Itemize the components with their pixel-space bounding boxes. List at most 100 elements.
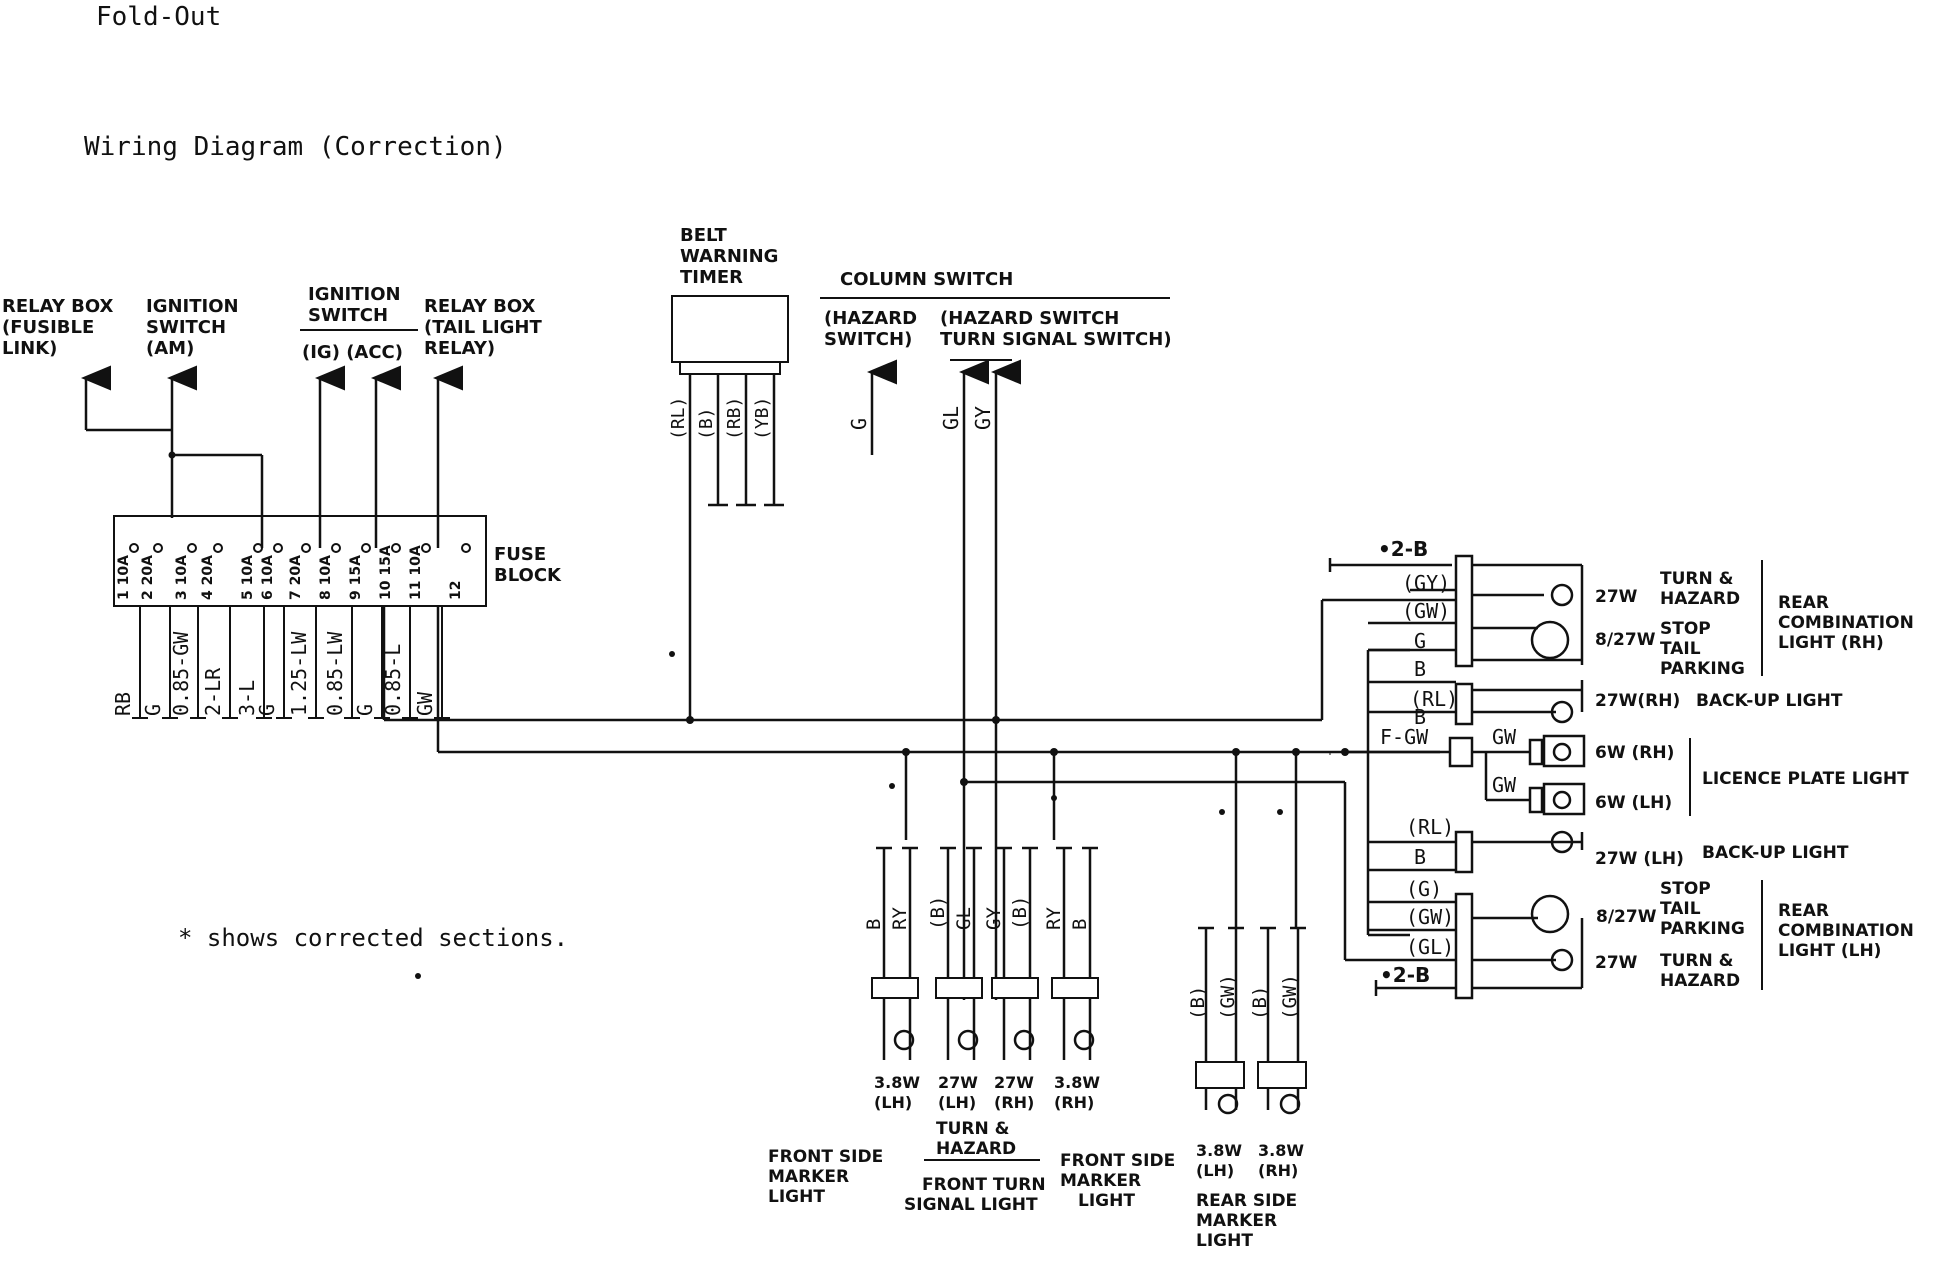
- column-switch: COLUMN SWITCH (HAZARD SWITCH) (HAZARD SW…: [820, 269, 1172, 361]
- svg-text:COLUMN SWITCH: COLUMN SWITCH: [840, 269, 1013, 290]
- svg-text:(G): (G): [1406, 877, 1442, 901]
- fuse-label: 5 10A: [240, 555, 256, 600]
- fuse-terminal: [421, 543, 431, 553]
- fuse-label: 4 20A: [200, 555, 216, 600]
- light-wire-label: (B): [927, 896, 949, 930]
- fuse-label: 11 10A: [408, 545, 424, 600]
- svg-text:•2-B: •2-B: [1378, 537, 1428, 561]
- svg-text:IGNITION: IGNITION: [308, 284, 401, 305]
- svg-text:PARKING: PARKING: [1660, 919, 1745, 939]
- svg-text:STOP: STOP: [1660, 619, 1711, 639]
- svg-text:(GL): (GL): [1406, 935, 1454, 959]
- light-wire-label: (GW): [1279, 974, 1301, 1020]
- light-connector: [1195, 1061, 1245, 1089]
- bulb-icon: [1217, 1093, 1239, 1115]
- svg-text:(RL): (RL): [1406, 815, 1454, 839]
- svg-text:LICENCE PLATE LIGHT: LICENCE PLATE LIGHT: [1702, 769, 1909, 789]
- svg-text:B: B: [1414, 705, 1426, 729]
- bulb-icon: [1073, 1029, 1095, 1051]
- rear-combination-lh: (RL) B (G) (GW) (GL) •2-B 27W (LH) 8/27W…: [1368, 815, 1914, 1000]
- diagram-title: Wiring Diagram (Correction): [84, 132, 507, 162]
- svg-text:RELAY): RELAY): [424, 338, 495, 359]
- fuse-terminal: [129, 543, 139, 553]
- fuse-terminal: [253, 543, 263, 553]
- svg-text:LINK): LINK): [2, 338, 57, 359]
- bulb-side: (RH): [1054, 1093, 1094, 1112]
- rear-side-light: (B)(GW)3.8W(LH): [1187, 926, 1245, 1180]
- bulb-icon: [893, 1029, 915, 1051]
- bulb-wattage: 27W: [938, 1073, 978, 1092]
- svg-text:(GW): (GW): [1402, 599, 1450, 623]
- fuse-wire-label: RB: [111, 692, 135, 716]
- front-light: GY(B)27W(RH): [983, 846, 1039, 1112]
- svg-text:SWITCH: SWITCH: [308, 305, 388, 326]
- svg-text:FRONT TURN: FRONT TURN: [922, 1175, 1046, 1195]
- fuse-wire-label: 3-L: [235, 680, 259, 716]
- light-wire-label: B: [1069, 919, 1091, 930]
- svg-text:RELAY BOX: RELAY BOX: [424, 296, 536, 317]
- svg-text:27W (LH): 27W (LH): [1595, 849, 1684, 869]
- svg-text:(GW): (GW): [1406, 905, 1454, 929]
- svg-text:BLOCK: BLOCK: [494, 565, 562, 586]
- rear-side-caption: REAR SIDE MARKER LIGHT: [1196, 1191, 1297, 1251]
- ignition-ig-acc-label: IGNITION SWITCH (IG) (ACC): [300, 284, 418, 363]
- svg-text:B: B: [1414, 657, 1426, 681]
- svg-text:27W: 27W: [1595, 953, 1638, 973]
- svg-text:STOP: STOP: [1660, 879, 1711, 899]
- svg-text:BACK-UP LIGHT: BACK-UP LIGHT: [1702, 843, 1849, 863]
- svg-text:FRONT SIDE: FRONT SIDE: [768, 1147, 883, 1167]
- svg-text:GW: GW: [1492, 725, 1517, 749]
- svg-text:PARKING: PARKING: [1660, 659, 1745, 679]
- svg-text:TURN &: TURN &: [936, 1119, 1010, 1139]
- svg-text:•2-B: •2-B: [1380, 963, 1430, 987]
- fuse-label: 10 15A: [378, 545, 394, 600]
- light-wire-label: B: [863, 919, 885, 930]
- fuse-wire-label: 2-LR: [201, 667, 225, 716]
- svg-text:SWITCH): SWITCH): [824, 329, 912, 350]
- fuse-terminal: [461, 543, 471, 553]
- svg-text:SWITCH: SWITCH: [146, 317, 226, 338]
- bulb-side: (LH): [1196, 1161, 1234, 1180]
- svg-text:TIMER: TIMER: [680, 267, 743, 288]
- svg-text:(HAZARD: (HAZARD: [824, 308, 917, 329]
- fuse-terminal: [361, 543, 371, 553]
- fuse-feed-wires: [81, 365, 463, 548]
- bulb-wattage: 3.8W: [1054, 1073, 1100, 1092]
- fuse-terminal: [301, 543, 311, 553]
- light-wire-label: (B): [1187, 986, 1209, 1020]
- svg-text:TURN &: TURN &: [1660, 569, 1734, 589]
- light-wire-label: (GW): [1217, 974, 1239, 1020]
- bulb-side: (LH): [938, 1093, 976, 1112]
- svg-text:WARNING: WARNING: [680, 246, 778, 267]
- svg-text:27W(RH): 27W(RH): [1595, 691, 1680, 711]
- svg-text:TURN &: TURN &: [1660, 951, 1734, 971]
- rear-side-light: (B)(GW)3.8W(RH): [1249, 926, 1307, 1180]
- svg-text:HAZARD: HAZARD: [1660, 971, 1740, 991]
- light-wire-label: RY: [889, 907, 911, 930]
- bulb-icon: [1279, 1093, 1301, 1115]
- svg-text:HAZARD: HAZARD: [936, 1139, 1016, 1159]
- fuse-wire-label: 0.85-LW: [323, 631, 347, 716]
- fuse-label: 2 20A: [140, 555, 156, 600]
- rear-combination-rh: •2-B (GY) (GW) G B (RL) B 27W 8/27W 27W(…: [1328, 537, 1914, 755]
- svg-text:REAR SIDE: REAR SIDE: [1196, 1191, 1297, 1211]
- svg-text:MARKER: MARKER: [1196, 1211, 1277, 1231]
- svg-text:B: B: [1414, 845, 1426, 869]
- light-connector: [1257, 1061, 1307, 1089]
- svg-text:MARKER: MARKER: [1060, 1171, 1141, 1191]
- rear-side-lights: (B)(GW)3.8W(LH)(B)(GW)3.8W(RH): [1187, 926, 1307, 1180]
- fuse-wire-label: G: [353, 704, 377, 716]
- fuse-label: 8 10A: [318, 555, 334, 600]
- main-harness: [382, 598, 1456, 962]
- light-wire-label: GY: [983, 907, 1005, 930]
- relay-box-fusible-label: RELAY BOX (FUSIBLE LINK): [2, 296, 114, 359]
- front-light-captions: FRONT SIDE MARKER LIGHT TURN & HAZARD FR…: [768, 1119, 1175, 1215]
- correction-note: * shows corrected sections.: [178, 924, 569, 952]
- svg-text:REAR: REAR: [1778, 593, 1829, 613]
- bulb-side: (RH): [1258, 1161, 1298, 1180]
- bulb-wattage: 3.8W: [1258, 1141, 1304, 1160]
- svg-text:G: G: [1414, 629, 1426, 653]
